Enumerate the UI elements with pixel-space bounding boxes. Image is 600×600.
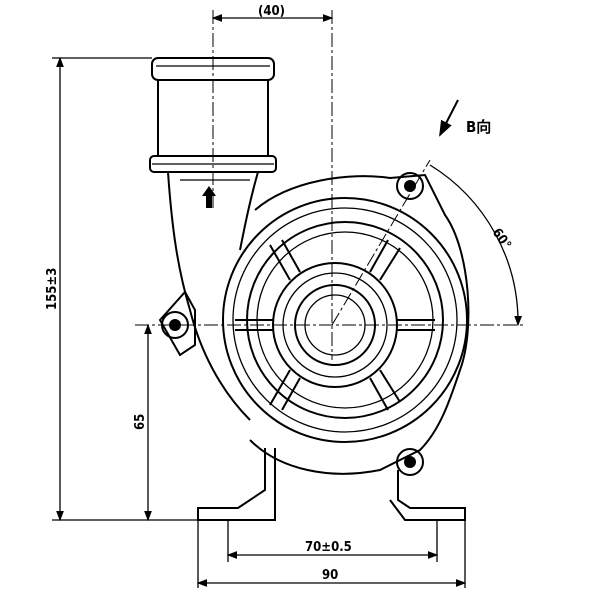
dimension-lines [52, 14, 523, 588]
bolt-top-right [396, 172, 424, 200]
mounting-feet [197, 448, 466, 521]
dim-total-height: 155±3 [45, 268, 60, 310]
dim-inlet-offset: (40) [258, 4, 285, 19]
view-direction-arrow-icon [439, 99, 459, 137]
dim-mount-spacing: 70±0.5 [305, 540, 352, 555]
flow-arrow-icon [202, 186, 216, 208]
volute-housing [158, 173, 470, 475]
inlet-pipe [149, 57, 277, 421]
bolt-bottom-right [396, 448, 424, 476]
view-label: B向 [466, 118, 491, 136]
dim-outlet-height: 65 [133, 414, 148, 430]
dim-base-width: 90 [322, 568, 338, 583]
bolt-left [161, 311, 189, 339]
